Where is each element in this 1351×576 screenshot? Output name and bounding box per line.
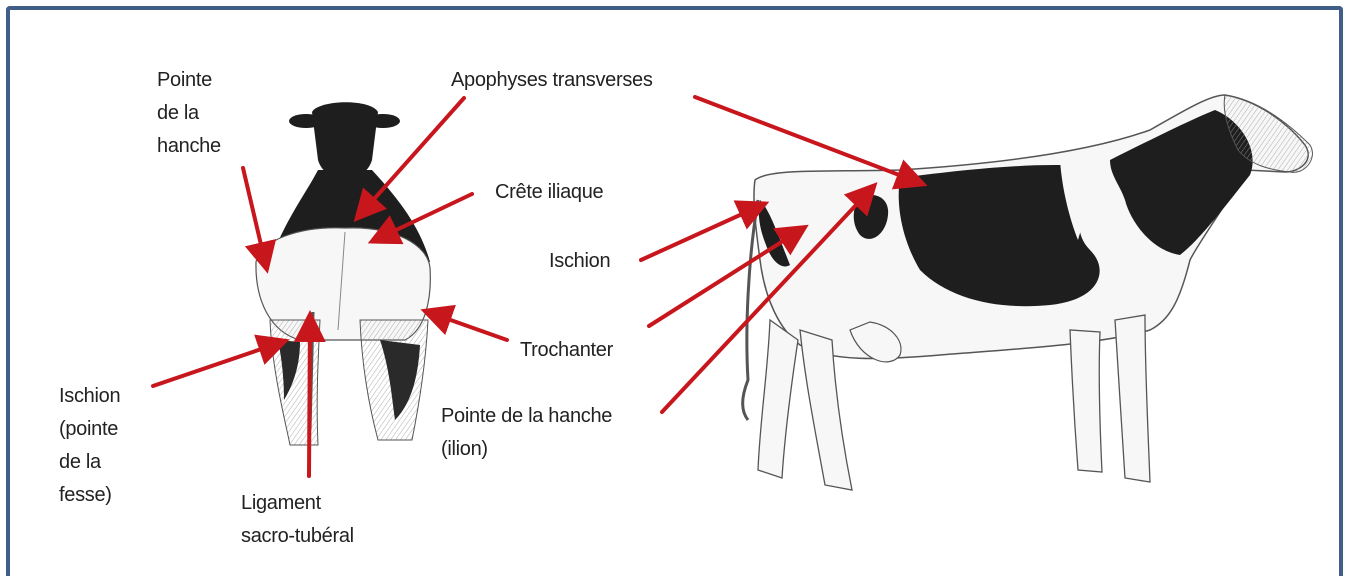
- cow-rear-view-icon: [256, 102, 430, 445]
- label-ligament: Ligament sacro-tubéral: [241, 487, 354, 553]
- label-line: Ischion: [549, 245, 610, 278]
- arrow-apophyses-side: [695, 97, 920, 183]
- label-line: Crête iliaque: [495, 176, 603, 209]
- label-ischion-side: Ischion: [549, 245, 610, 278]
- label-line: sacro-tubéral: [241, 520, 354, 553]
- label-line: Ligament: [241, 487, 354, 520]
- label-pointe-hanche-side: Pointe de la hanche (ilion): [441, 400, 612, 466]
- arrow-ischion-rear: [153, 342, 282, 386]
- label-line: Apophyses transverses: [451, 64, 653, 97]
- label-line: fesse): [59, 479, 120, 512]
- arrow-trochanter-rear: [428, 312, 507, 340]
- label-line: (pointe: [59, 413, 120, 446]
- label-line: de la: [157, 97, 221, 130]
- cow-side-view-icon: [743, 95, 1313, 490]
- arrow-ligament: [309, 318, 310, 476]
- arrow-ischion-side: [641, 205, 762, 260]
- label-apophyses-transverses: Apophyses transverses: [451, 64, 653, 97]
- label-line: Trochanter: [520, 334, 613, 367]
- label-trochanter: Trochanter: [520, 334, 613, 367]
- label-line: Ischion: [59, 380, 120, 413]
- label-line: (ilion): [441, 433, 612, 466]
- label-line: hanche: [157, 130, 221, 163]
- label-line: Pointe de la hanche: [441, 400, 612, 433]
- arrow-pointe-hanche-rear: [243, 168, 266, 266]
- label-ischion-rear: Ischion (pointe de la fesse): [59, 380, 120, 512]
- label-pointe-hanche-rear: Pointe de la hanche: [157, 64, 221, 163]
- label-line: de la: [59, 446, 120, 479]
- label-line: Pointe: [157, 64, 221, 97]
- label-crete-iliaque: Crête iliaque: [495, 176, 603, 209]
